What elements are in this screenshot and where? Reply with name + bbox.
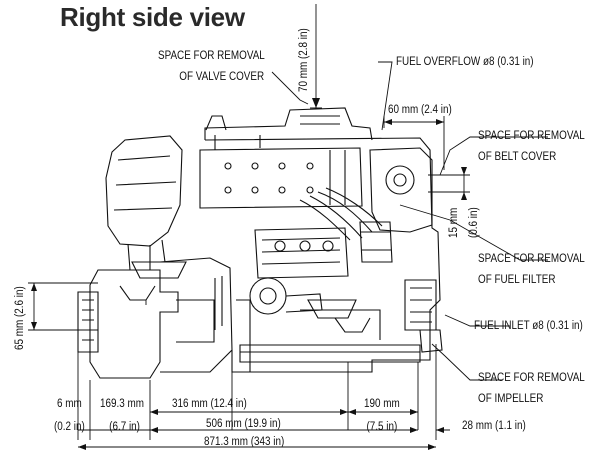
callout-belt-cover: SPACE FOR REMOVAL OF BELT COVER bbox=[478, 130, 585, 164]
dim-190mm: 190 mm (7.5 in) bbox=[364, 398, 400, 434]
dim-169mm-inch: (6.7 in) bbox=[109, 421, 140, 433]
dim-top-clearance-label: 70 mm (2.8 in) bbox=[298, 28, 310, 93]
impeller-pump bbox=[419, 329, 443, 353]
dim-overflow-offset bbox=[383, 116, 445, 170]
output-flange bbox=[77, 291, 99, 353]
dim-190mm-inch: (7.5 in) bbox=[366, 421, 398, 433]
dim-316mm: 316 mm (12.4 in) bbox=[172, 398, 247, 410]
dim-6mm-value: 6 mm bbox=[57, 398, 82, 410]
dim-871mm: 871.3 mm (343 in) bbox=[204, 436, 285, 448]
callout-fuel-inlet: FUEL INLET ø8 (0.31 in) bbox=[474, 320, 583, 332]
dim-28mm: 28 mm (1.1 in) bbox=[462, 420, 526, 432]
front-cover bbox=[369, 147, 433, 233]
dim-6mm: 6 mm (0.2 in) bbox=[54, 398, 85, 434]
callout-valve-cover-line2: OF VALVE COVER bbox=[179, 71, 265, 83]
page-title: Right side view bbox=[60, 2, 245, 32]
callout-fuel-filter-line2: OF FUEL FILTER bbox=[478, 274, 556, 286]
valve-cover bbox=[204, 107, 373, 141]
callout-valve-cover: SPACE FOR REMOVAL OF VALVE COVER bbox=[158, 50, 265, 84]
lower-pipes bbox=[214, 276, 381, 372]
cylinder-head bbox=[199, 147, 363, 209]
fuel-filter bbox=[359, 221, 393, 263]
turbo-outline bbox=[105, 135, 183, 247]
dim-169mm: 169.3 mm (6.7 in) bbox=[100, 398, 144, 434]
callout-valve-cover-line1: SPACE FOR REMOVAL bbox=[158, 50, 265, 62]
dim-506mm: 506 mm (19.9 in) bbox=[206, 418, 281, 430]
fuel-pipes bbox=[299, 187, 383, 241]
dim-overflow-offset-label: 60 mm (2.4 in) bbox=[388, 104, 452, 116]
oil-pan bbox=[239, 344, 421, 363]
engine-mount-rear bbox=[131, 261, 187, 279]
callout-impeller-line2: OF IMPELLER bbox=[478, 393, 544, 405]
callout-impeller-line1: SPACE FOR REMOVAL bbox=[478, 372, 585, 384]
starter-motor bbox=[249, 277, 287, 315]
callout-fuel-filter: SPACE FOR REMOVAL OF FUEL FILTER bbox=[478, 253, 585, 287]
dim-belt-clearance-mm: 15 mm bbox=[448, 207, 460, 238]
dim-169mm-value: 169.3 mm bbox=[100, 398, 144, 410]
dim-6mm-inch: (0.2 in) bbox=[54, 421, 85, 433]
dim-top-clearance bbox=[310, 4, 322, 109]
callout-belt-cover-line2: OF BELT COVER bbox=[478, 151, 557, 163]
dim-left-height bbox=[28, 282, 98, 331]
dim-belt-clearance-in: (0.6 in) bbox=[468, 207, 480, 238]
dim-190mm-value: 190 mm bbox=[364, 398, 400, 410]
callout-belt-cover-line1: SPACE FOR REMOVAL bbox=[478, 130, 585, 142]
engine-mount-front bbox=[307, 299, 357, 319]
flywheel-housing bbox=[159, 257, 233, 373]
callout-fuel-overflow: FUEL OVERFLOW ø8 (0.31 in) bbox=[396, 56, 534, 68]
engine-block bbox=[204, 137, 441, 373]
injection-pump bbox=[254, 227, 349, 279]
marine-gear-outline bbox=[89, 269, 179, 379]
dim-left-height-label: 65 mm (2.6 in) bbox=[14, 286, 26, 350]
callout-fuel-filter-line1: SPACE FOR REMOVAL bbox=[478, 253, 585, 265]
callout-impeller: SPACE FOR REMOVAL OF IMPELLER bbox=[478, 372, 585, 406]
